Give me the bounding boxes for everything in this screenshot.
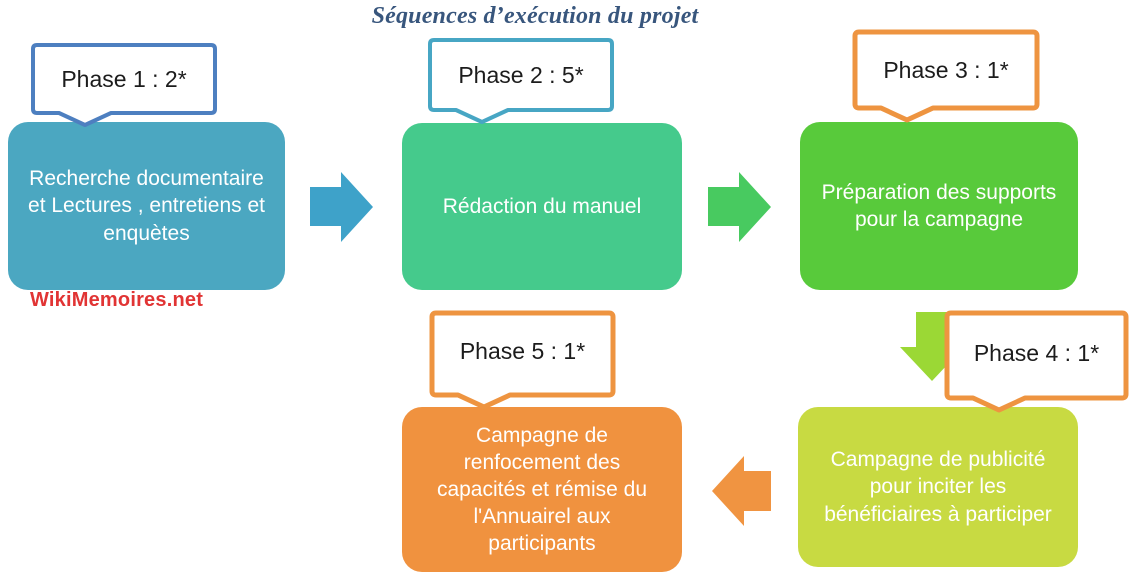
phase1-callout-shape (31, 43, 217, 127)
phase3-box-shape (800, 122, 1078, 290)
phase2-callout-label: Phase 2 : 5* (458, 61, 584, 88)
right-arrow-icon (708, 172, 771, 242)
phase5-box-shape (402, 407, 682, 572)
phase5-box-text: Campagne de renfocement des capacités et… (427, 407, 657, 572)
phase4-callout-label: Phase 4 : 1* (973, 339, 1100, 366)
phase5-callout-shape (429, 310, 616, 410)
phase4-callout-shape (944, 310, 1129, 413)
phase4-box-text-inner: Campagne de publicité pour inciter les b… (824, 448, 1052, 526)
phase3-callout-shape (852, 29, 1040, 123)
watermark-text: WikiMemoires.net (30, 288, 204, 311)
phase3-box-text: Préparation des supports pour la campagn… (810, 122, 1068, 290)
phase3-box-text-inner: Préparation des supports pour la campagn… (821, 180, 1057, 231)
phase4-box-text: Campagne de publicité pour inciter les b… (818, 407, 1058, 567)
phase1-callout-label: Phase 1 : 2* (61, 65, 187, 92)
phase5-box-text-inner: Campagne de renfocement des capacités et… (436, 423, 648, 556)
phase5-callout-label: Phase 5 : 1* (459, 338, 586, 364)
right-arrow-icon (310, 172, 373, 242)
phase2-box-text-inner: Rédaction du manuel (442, 194, 642, 218)
phase4-box-shape (798, 407, 1078, 567)
phase1-box-text-inner: Recherche documentaire et Lectures , ent… (28, 167, 265, 245)
phase2-callout-shape (428, 38, 614, 124)
phase2-box-text: Rédaction du manuel (412, 123, 672, 290)
left-arrow-icon (712, 456, 771, 526)
page-title: Séquences d’exécution du projet (371, 2, 699, 29)
phase1-box-text: Recherche documentaire et Lectures , ent… (18, 122, 275, 290)
phase2-box-shape (402, 123, 682, 290)
phase1-box-shape (8, 122, 285, 290)
phase3-callout-label: Phase 3 : 1* (883, 56, 1009, 83)
